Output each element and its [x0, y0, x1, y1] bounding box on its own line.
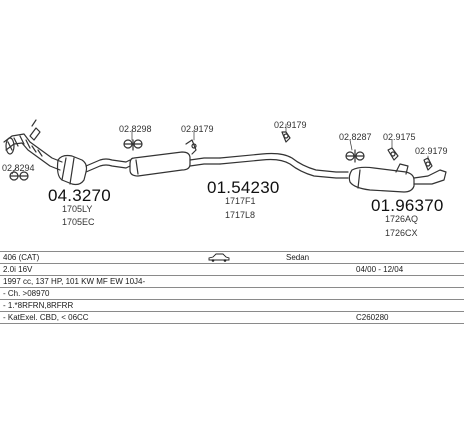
clamp-1 — [9, 171, 29, 181]
code-label: 02.9175 — [383, 132, 416, 142]
part-reference: 1717L8 — [225, 210, 256, 220]
part-reference: 1705LY — [62, 204, 93, 214]
hanger-2 — [281, 131, 291, 143]
engine-codes-cell: - 1.*8RFRN,8RFRR — [3, 301, 74, 310]
vehicle-info-table: 406 (CAT) Sedan 2.0i 16V 04/00 - 12/04 1… — [0, 251, 464, 324]
hanger-1 — [185, 139, 197, 155]
chassis-cell: - Ch. >08970 — [3, 289, 50, 298]
code-label: 02.9179 — [415, 146, 448, 156]
specs-cell: 1997 cc, 137 HP, 101 KW MF EW 10J4- — [3, 277, 146, 286]
engine-cell: 2.0i 16V — [3, 265, 33, 274]
part-reference: 1717F1 — [225, 196, 256, 206]
exhaust-system-drawing — [3, 119, 447, 193]
middle-silencer — [129, 151, 221, 177]
table-row: - Ch. >08970 — [0, 287, 464, 299]
part-reference: 1705EC — [62, 217, 95, 227]
catalyst-cell: - KatExel. CBD, < 06CC — [3, 313, 89, 322]
catalogue-number-cell: C260280 — [356, 313, 389, 322]
clamp-2 — [123, 139, 143, 151]
table-row: - 1.*8RFRN,8RFRR — [0, 299, 464, 311]
code-label: 02.9179 — [181, 124, 214, 134]
code-label: 02.8298 — [119, 124, 152, 134]
body-type-cell: Sedan — [286, 253, 310, 262]
code-label: 02.8287 — [339, 132, 372, 142]
table-row: 2.0i 16V 04/00 - 12/04 — [0, 263, 464, 275]
sedan-car-icon — [208, 253, 230, 262]
catalytic-converter — [56, 154, 88, 186]
part-reference: 1726AQ — [385, 214, 419, 224]
gasket-1 — [29, 119, 41, 141]
rear-silencer — [348, 163, 447, 193]
rear-pipe — [219, 152, 349, 179]
table-row: - KatExel. CBD, < 06CC C260280 — [0, 311, 464, 324]
part-reference: 1726CX — [385, 228, 418, 238]
middle-pipe — [85, 158, 131, 173]
table-row: 1997 cc, 137 HP, 101 KW MF EW 10J4- — [0, 275, 464, 287]
part-number: 04.3270 — [48, 186, 111, 205]
model-cell: 406 (CAT) — [3, 253, 40, 262]
front-pipe — [3, 133, 63, 171]
code-label: 02.8294 — [2, 163, 35, 173]
clamp-3 — [345, 149, 365, 163]
period-cell: 04/00 - 12/04 — [356, 265, 404, 274]
hanger-3 — [387, 147, 399, 161]
leader-lines — [11, 123, 429, 175]
table-row: 406 (CAT) Sedan — [0, 251, 464, 263]
exhaust-diagram: 02.8294 02.8298 02.9179 02.9179 02.8287 … — [2, 119, 448, 238]
part-number: 01.54230 — [207, 178, 280, 197]
code-label: 02.9179 — [274, 120, 307, 130]
part-number: 01.96370 — [371, 196, 444, 215]
hanger-4 — [423, 157, 433, 171]
